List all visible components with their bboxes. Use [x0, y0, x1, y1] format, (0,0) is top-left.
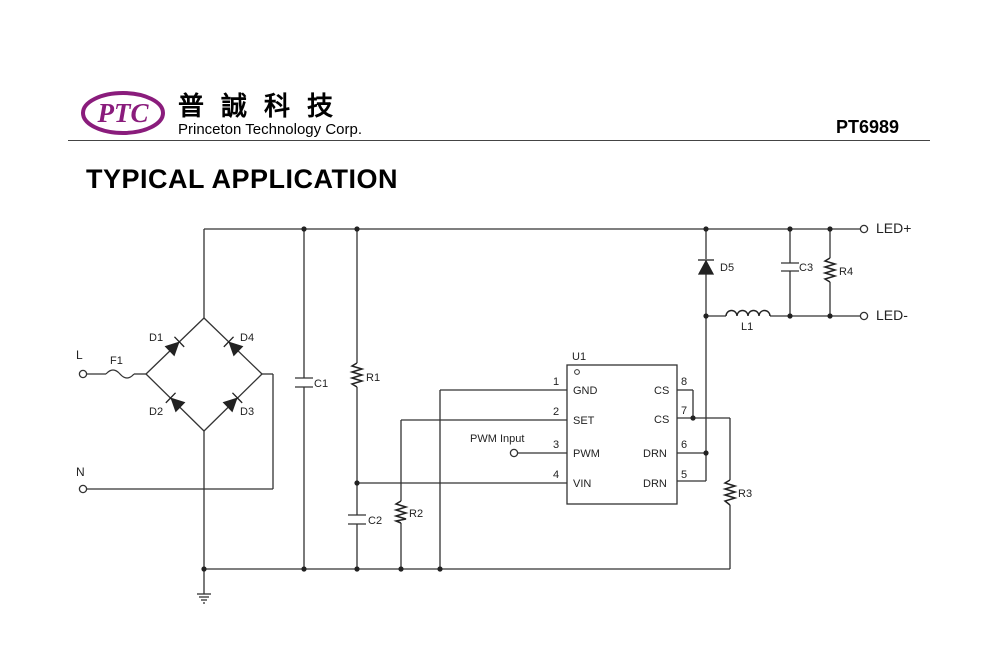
label-c2: C2	[368, 515, 382, 527]
company-name-english: Princeton Technology Corp.	[178, 121, 362, 138]
bridge-diodes	[164, 259, 715, 413]
wires	[87, 228, 860, 594]
diode-d3	[222, 392, 243, 413]
part-number: PT6989	[836, 117, 900, 137]
label-n: N	[76, 465, 85, 479]
capacitor-c2	[348, 514, 366, 525]
terminal-led-pos	[859, 224, 869, 234]
label-r2: R2	[409, 508, 423, 520]
diode-d5	[697, 259, 715, 275]
pin-num-8: 8	[681, 376, 687, 388]
capacitor-c3	[781, 262, 799, 272]
label-pwm-input: PWM Input	[470, 433, 524, 445]
section-title: TYPICAL APPLICATION	[86, 164, 399, 194]
label-l: L	[76, 348, 83, 362]
terminal-led-neg	[859, 311, 869, 321]
resistor-r1	[349, 362, 365, 388]
header-divider	[68, 140, 930, 141]
terminal-l	[78, 369, 88, 379]
label-c3: C3	[799, 262, 813, 274]
terminal-n	[78, 484, 88, 494]
label-u1: U1	[572, 351, 586, 363]
pin-name-7: CS	[654, 414, 669, 426]
diode-d4	[223, 336, 244, 357]
company-name-chinese: 普誠科技	[178, 92, 351, 122]
pin-name-2: SET	[573, 415, 595, 427]
terminal-pwm	[509, 448, 519, 458]
label-d5: D5	[720, 262, 734, 274]
resistor-r4	[822, 257, 838, 283]
ic-u1-body	[566, 364, 678, 505]
capacitors	[295, 262, 799, 525]
label-d2: D2	[149, 406, 163, 418]
label-d3: D3	[240, 406, 254, 418]
pin-num-7: 7	[681, 405, 687, 417]
pin-num-1: 1	[553, 376, 559, 388]
label-r1: R1	[366, 372, 380, 384]
pin-num-3: 3	[553, 439, 559, 451]
diode-d2	[165, 392, 186, 413]
resistor-r2	[393, 500, 409, 524]
page-header: PTC 普誠科技 Princeton Technology Corp. PT69…	[0, 0, 984, 150]
pin-name-1: GND	[573, 385, 598, 397]
component-labels: L N LED+ LED- F1 D1 D4 D2 D3 D5 C1 C2 C3…	[76, 220, 911, 527]
ground-icon	[197, 593, 211, 604]
capacitor-c1	[295, 377, 313, 388]
terminals	[78, 224, 869, 494]
resistor-r3	[722, 479, 738, 506]
ptc-logo: PTC	[81, 91, 165, 135]
label-r4: R4	[839, 266, 853, 278]
pin-num-2: 2	[553, 406, 559, 418]
pin-name-4: VIN	[573, 478, 591, 490]
inductor-l1	[725, 309, 771, 317]
pin-name-8: CS	[654, 385, 669, 397]
pin1-marker	[574, 369, 580, 375]
ic-pins: 1 GND 2 SET 3 PWM 4 VIN 8 CS 7 CS 6 DRN …	[553, 376, 687, 490]
label-d4: D4	[240, 332, 254, 344]
junction-dots	[201, 226, 833, 572]
label-led-pos: LED+	[876, 220, 911, 236]
pin-num-5: 5	[681, 469, 687, 481]
logo-text: PTC	[97, 98, 150, 128]
pin-name-5: DRN	[643, 478, 667, 490]
label-l1: L1	[741, 321, 753, 333]
label-r3: R3	[738, 488, 752, 500]
label-f1: F1	[110, 355, 123, 367]
resistors	[349, 257, 838, 524]
pin-num-4: 4	[553, 469, 559, 481]
label-d1: D1	[149, 332, 163, 344]
label-c1: C1	[314, 378, 328, 390]
pin-name-3: PWM	[573, 448, 600, 460]
diode-d1	[164, 336, 185, 357]
label-led-neg: LED-	[876, 307, 908, 323]
pin-name-6: DRN	[643, 448, 667, 460]
pin-num-6: 6	[681, 439, 687, 451]
